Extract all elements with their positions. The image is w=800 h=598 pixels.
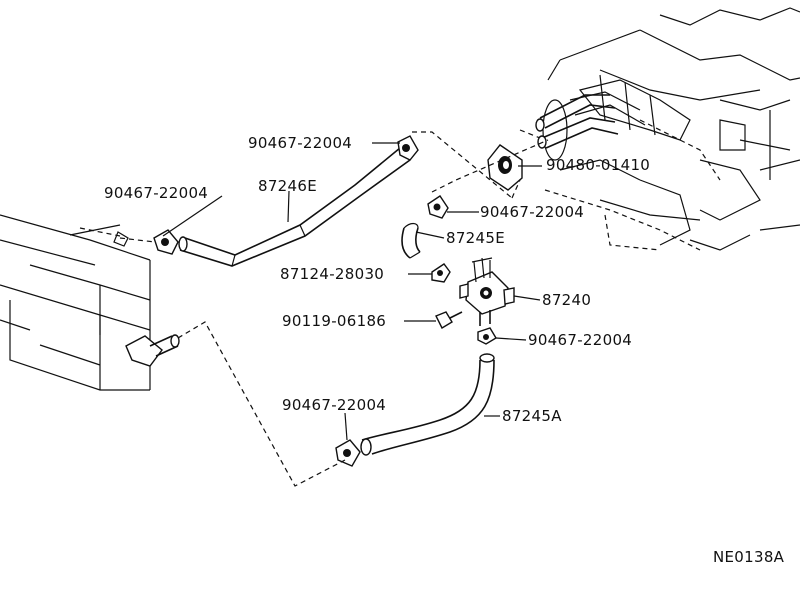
clamp-top-part (397, 135, 419, 161)
clamp-valve-part (477, 327, 497, 345)
label-clamp-mid: 90467-22004 (480, 203, 584, 221)
heater-unit-outline (547, 7, 800, 251)
upper-hose (178, 147, 411, 267)
connection-lines (119, 131, 549, 487)
label-hose-lower: 87245A (502, 407, 562, 425)
label-bracket: 87124-28030 (280, 265, 384, 283)
clamp-left-part (153, 229, 179, 255)
label-hose-upper: 87246E (258, 177, 317, 195)
clamp-lower-part (335, 439, 361, 467)
clamp-mid-part (427, 195, 449, 219)
diagram-code: NE0138A (713, 548, 785, 566)
label-clamp-valve: 90467-22004 (528, 331, 632, 349)
water-valve-part (459, 257, 515, 326)
label-clamp-lower: 90467-22004 (282, 396, 386, 414)
short-hose (401, 222, 421, 259)
bolt-part (435, 311, 463, 329)
part-labels: 90467-22004 87246E 90467-22004 90480-014… (104, 134, 785, 566)
label-valve: 87240 (542, 291, 591, 309)
heater-pipes (535, 94, 619, 161)
heater-unit-dashed (519, 119, 721, 251)
leader-lines (162, 142, 542, 441)
lower-hose (360, 353, 495, 456)
label-grommet: 90480-01410 (546, 156, 650, 174)
bracket-part (431, 263, 451, 283)
label-clamp-top: 90467-22004 (248, 134, 352, 152)
label-hose-short: 87245E (446, 229, 505, 247)
radiator-tank-outline (0, 214, 180, 391)
label-clamp-left: 90467-22004 (104, 184, 208, 202)
label-bolt: 90119-06186 (282, 312, 386, 330)
grommet-part (487, 144, 523, 191)
